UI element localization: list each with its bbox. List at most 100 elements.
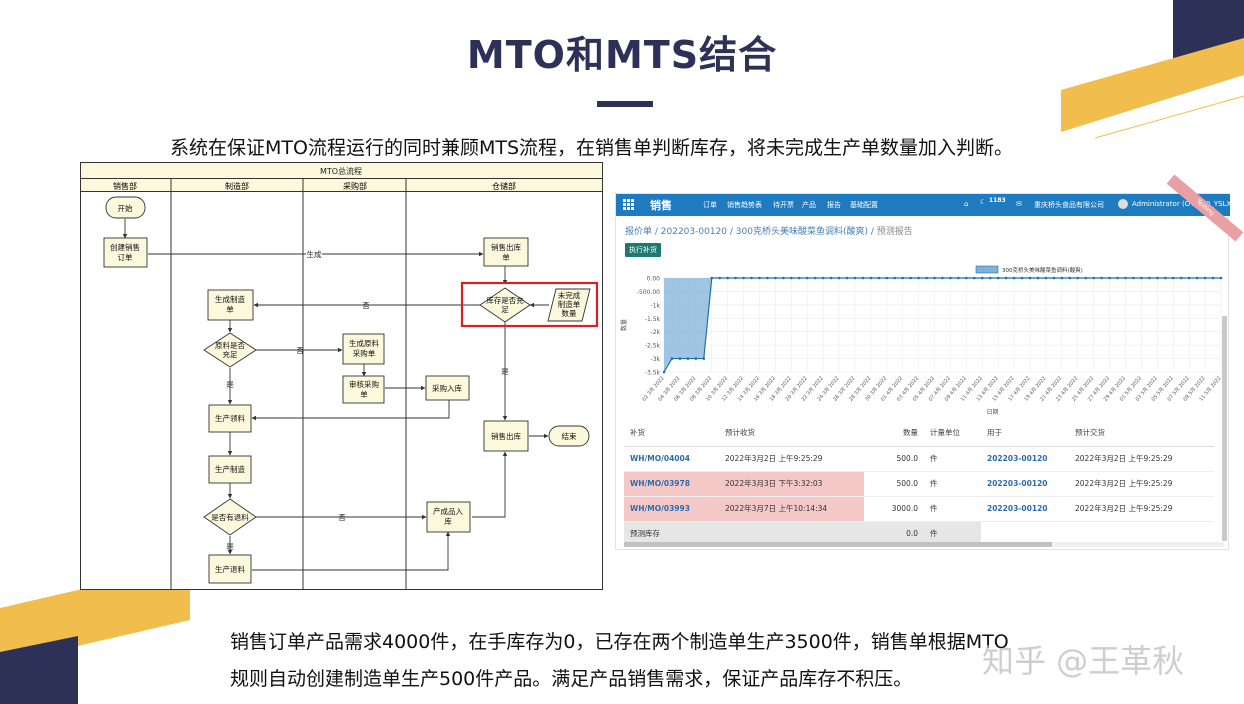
odoo-topbar: 销售 订单 销售趋势表 待开票 产品 报告 基础配置 ⌂ ☾ 1183 ✉ 重庆… (616, 194, 1234, 216)
data-point (988, 276, 992, 280)
navy-block (0, 636, 78, 704)
menu-orders[interactable]: 订单 (703, 201, 717, 209)
chat-icon[interactable]: ✉ (1016, 200, 1022, 208)
menu-sales-trend[interactable]: 销售趋势表 (727, 201, 762, 209)
data-point (837, 276, 841, 280)
breadcrumb-order[interactable]: 202203-00120 (660, 227, 728, 237)
vertical-scrollbar[interactable] (1222, 316, 1227, 541)
cell-for[interactable]: 202203-00120 (981, 496, 1069, 522)
menu-reports[interactable]: 报告 (827, 201, 841, 209)
legend-swatch (975, 265, 999, 274)
col-used-for[interactable]: 用于 (981, 420, 1069, 447)
data-point (869, 276, 873, 280)
node-unfinished-mo-label: 未完成制造单数量 (558, 290, 581, 318)
edge-label-generate: 生成 (307, 249, 322, 259)
data-point (1052, 276, 1056, 280)
y-tick-label: 0.00 (647, 276, 661, 283)
data-point (1020, 276, 1024, 280)
y-tick-label: -1k (651, 302, 661, 309)
node-purchase-receipt (425, 375, 470, 401)
y-tick-label: -2.5k (645, 343, 661, 350)
menu-configuration[interactable]: 基础配置 (850, 201, 878, 209)
node-finished-receipt (426, 501, 471, 533)
data-point (1076, 276, 1080, 280)
replenish-button[interactable]: 执行补货 (625, 243, 661, 257)
lane-manufacturing: 制造部 (225, 181, 249, 191)
data-point (1084, 276, 1088, 280)
mto-flowchart: MTO总流程 销售部 制造部 采购部 仓储部 生成 否 否 否 是 是 (80, 162, 603, 590)
menu-to-invoice[interactable]: 待开票 (773, 201, 794, 209)
col-replenishment[interactable]: 补货 (624, 420, 719, 447)
description-line-2: 规则自动创建制造单生产500件产品。满足产品销售需求，保证产品库存不积压。 (230, 668, 913, 690)
col-uom[interactable]: 计量单位 (924, 420, 981, 447)
data-point (1179, 276, 1183, 280)
edge-label-yes: 是 (226, 542, 234, 551)
app-name[interactable]: 销售 (650, 199, 672, 212)
data-point (1156, 276, 1159, 280)
data-point (670, 357, 674, 360)
col-expected-delivery[interactable]: 预计交货 (1069, 420, 1214, 447)
avatar[interactable] (1118, 199, 1128, 209)
data-point (694, 357, 698, 360)
data-point (702, 357, 706, 360)
node-sales-delivery-order-label: 销售出库单 (491, 242, 521, 262)
col-expected-receipt[interactable]: 预计收货 (719, 420, 864, 447)
gold-band (1061, 38, 1244, 132)
flowchart-title: MTO总流程 (320, 166, 362, 176)
cell-receipt: 2022年3月2日 上午9:25:29 (719, 446, 864, 472)
data-point (909, 276, 912, 280)
apps-grid-icon[interactable] (623, 199, 634, 210)
activity-icon[interactable]: ☾ (980, 198, 987, 206)
data-point (1211, 276, 1215, 280)
node-start (105, 196, 146, 219)
cell-for[interactable]: 202203-00120 (981, 471, 1069, 497)
odoo-forecast-screen: 销售 订单 销售趋势表 待开票 产品 报告 基础配置 ⌂ ☾ 1183 ✉ 重庆… (615, 174, 1244, 550)
node-finished-receipt-label: 产成品入库 (433, 506, 463, 526)
data-point (1164, 276, 1167, 280)
company-name[interactable]: 重庆桥头食品有限公司 (1034, 201, 1104, 209)
data-point (1219, 276, 1223, 280)
table-header: 补货 预计收货 数量 计量单位 用于 预计交货 (624, 420, 1214, 447)
edge-label-yes: 是 (501, 367, 509, 376)
col-quantity[interactable]: 数量 (864, 420, 924, 447)
lane-purchasing: 采购部 (343, 181, 367, 191)
breadcrumb-product[interactable]: 300克桥头美味酸菜鱼调料(酸爽) (735, 227, 868, 237)
cell-ref[interactable]: WH/MO/04004 (624, 446, 719, 472)
edge-label-no: 否 (296, 346, 304, 355)
horizontal-scrollbar[interactable] (624, 542, 1224, 547)
node-sales-outbound-label: 销售出库 (491, 431, 521, 441)
cell-for[interactable]: 202203-00120 (981, 446, 1069, 472)
home-icon[interactable]: ⌂ (964, 200, 969, 208)
cell-delivery: 2022年3月2日 上午9:25:29 (1069, 446, 1214, 472)
cell-qty: 3000.0 (864, 496, 924, 522)
cell-ref[interactable]: WH/MO/03993 (624, 496, 719, 522)
data-point (742, 276, 745, 280)
user-name[interactable]: Administrator (OT_2_0_YSLX) (1132, 200, 1235, 208)
data-point (1124, 276, 1127, 280)
table-footer-row: 预测库存 0.0 件 (624, 521, 1214, 546)
lane-warehouse: 仓储部 (492, 181, 516, 191)
node-stock-sufficient-label: 库存是否充足 (486, 295, 524, 314)
y-tick-label: -3.5k (645, 370, 661, 377)
breadcrumb-quotations[interactable]: 报价单 (625, 227, 653, 237)
data-point (1148, 276, 1151, 280)
menu-products[interactable]: 产品 (802, 201, 816, 209)
title-underline (597, 101, 653, 107)
node-stock-sufficient (479, 287, 531, 323)
node-create-sales-order (103, 237, 148, 268)
cell-delivery: 2022年3月2日 上午9:25:29 (1069, 471, 1214, 497)
data-point (1171, 276, 1175, 280)
cell-ref[interactable]: WH/MO/03978 (624, 471, 719, 497)
data-point (829, 276, 833, 280)
node-end-label: 结束 (562, 431, 577, 441)
node-production-picking (208, 404, 252, 433)
scroll-thumb[interactable] (624, 542, 1052, 547)
cell-qty: 500.0 (864, 471, 924, 497)
data-point (1140, 276, 1143, 280)
data-point (957, 276, 960, 280)
data-point (893, 276, 897, 280)
data-point (813, 276, 817, 280)
